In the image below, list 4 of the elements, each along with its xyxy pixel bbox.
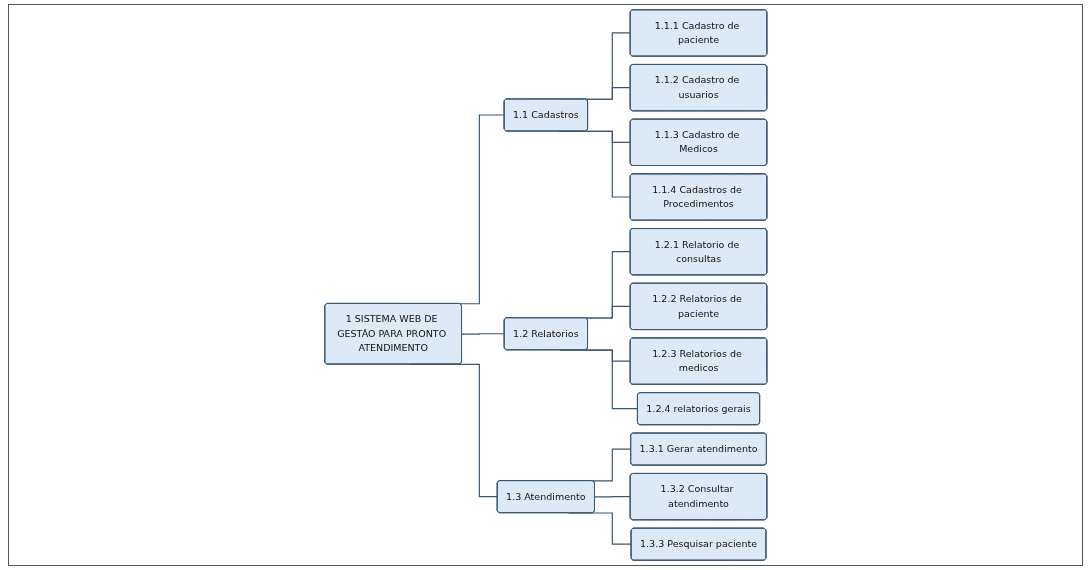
connector: [593, 496, 631, 498]
connector: [460, 333, 505, 335]
connector: [584, 87, 631, 100]
connector: [584, 305, 631, 319]
